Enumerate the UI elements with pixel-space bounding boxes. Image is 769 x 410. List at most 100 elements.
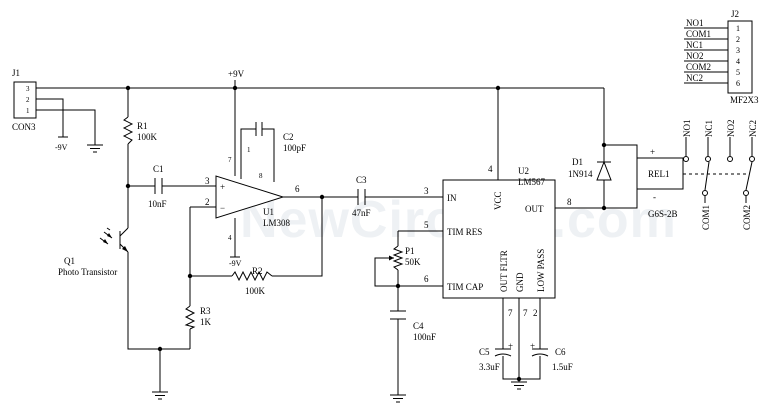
c6-value: 1.5uF <box>552 362 573 372</box>
c3-ref: C3 <box>356 175 367 185</box>
rel1-no2-label: NO2 <box>726 120 736 138</box>
capacitor-c3: C3 47nF <box>352 175 371 218</box>
u2-label-vcc: VCC <box>493 191 503 210</box>
r3-value: 1K <box>200 317 212 327</box>
u1-pin-7: 7 <box>228 156 232 164</box>
j1-ref: J1 <box>12 68 20 78</box>
rel1-nc1-label: NC1 <box>704 120 714 137</box>
j2-value: MF2X3 <box>730 95 759 105</box>
r1-ref: R1 <box>137 121 148 131</box>
u2-label-out: OUT <box>525 204 544 214</box>
u1-pin-3: 3 <box>205 176 210 186</box>
capacitor-c2: C2 100pF <box>255 122 306 153</box>
resistor-r3: R3 1K <box>184 305 212 330</box>
c5-ref: C5 <box>479 347 490 357</box>
j2-pin-2: 2 <box>736 35 740 44</box>
u1-pin-2: 2 <box>205 197 210 207</box>
r1-value: 100K <box>137 132 158 142</box>
u2-pin-7: 7 <box>523 308 528 318</box>
opamp-u1: 3 2 + − 7 4 8 1 6 U1 LM308 <box>205 146 300 242</box>
j2-label-no1: NO1 <box>686 18 704 28</box>
j2-pin-1: 1 <box>736 24 740 33</box>
u2-label-tim-cap: TIM CAP <box>447 282 483 292</box>
u2-ref: U2 <box>518 166 529 176</box>
u2-value: LM567 <box>518 177 546 187</box>
j2-ref: J2 <box>731 9 739 19</box>
u2-label-low-pass: LOW PASS <box>536 249 546 292</box>
u2-pin-3: 3 <box>424 186 429 196</box>
wiring <box>36 85 638 395</box>
phototransistor-q1: Q1 Photo Transistor <box>58 227 129 277</box>
j2-pin-6: 6 <box>736 79 740 88</box>
u1-ref: U1 <box>263 207 274 217</box>
c1-value: 10nF <box>148 199 167 209</box>
c5-value: 3.3uF <box>479 362 500 372</box>
j2-label-nc2: NC2 <box>686 73 703 83</box>
d1-ref: D1 <box>572 157 583 167</box>
u2-label-gnd: GND <box>515 272 525 292</box>
neg-supply-u1: -9V <box>229 256 242 268</box>
q1-ref: Q1 <box>64 256 75 266</box>
q1-value: Photo Transistor <box>58 267 117 277</box>
neg-rail-label-u1: -9V <box>229 259 242 268</box>
c6-ref: C6 <box>555 347 566 357</box>
u2-pin-5: 5 <box>424 220 429 230</box>
resistor-r2: R2 100K <box>231 266 273 296</box>
ground-symbol-j1 <box>87 144 103 153</box>
j2-pin-5: 5 <box>736 68 740 77</box>
j2-label-com2: COM2 <box>686 62 711 72</box>
relay-rel1: REL1 + - G6S-2B NO1 NC1 NO2 NC2 COM1 COM… <box>636 120 758 230</box>
u2-pin-8: 8 <box>567 197 572 207</box>
c6-polarity: + <box>530 341 535 351</box>
j2-label-com1: COM1 <box>686 29 711 39</box>
u1-value: LM308 <box>263 218 291 228</box>
c5-polarity: + <box>508 341 513 351</box>
u2-pin-1: 7 <box>508 308 513 318</box>
connector-j1: 3 2 1 J1 CON3 <box>12 68 37 132</box>
c3-value: 47nF <box>352 208 371 218</box>
c4-value: 100nF <box>413 332 436 342</box>
c2-value: 100pF <box>283 143 306 153</box>
capacitor-c5: + C5 3.3uF <box>479 341 513 372</box>
j1-pin-3: 3 <box>26 85 30 93</box>
u1-pin-8: 8 <box>259 172 263 180</box>
u1-pin-1: 1 <box>247 146 251 154</box>
j2-pin-4: 4 <box>736 57 740 66</box>
connector-j2: J2 NO1 COM1 NC1 NO2 COM2 NC2 1 2 3 4 5 6… <box>684 9 759 105</box>
capacitor-c1: C1 10nF <box>148 164 167 209</box>
j2-label-nc1: NC1 <box>686 40 703 50</box>
rel1-coil-minus: - <box>653 192 656 202</box>
p1-value: 50K <box>405 257 421 267</box>
u2-label-out-fltr: OUT FLTR <box>499 250 509 292</box>
r2-ref: R2 <box>252 266 263 276</box>
rel1-com2-label: COM2 <box>742 205 752 230</box>
p1-ref: P1 <box>405 246 415 256</box>
u2-pin-2: 2 <box>533 308 538 318</box>
r2-value: 100K <box>245 286 266 296</box>
u1-pin-6: 6 <box>295 184 300 194</box>
u1-minus-sign: − <box>220 203 225 213</box>
c1-ref: C1 <box>153 164 164 174</box>
capacitor-c4: C4 100nF <box>390 310 436 342</box>
diode-d1: D1 1N914 <box>568 157 612 181</box>
j1-pin-2: 2 <box>26 96 30 104</box>
u2-label-in: IN <box>447 193 457 203</box>
potentiometer-p1: P1 50K <box>388 245 421 271</box>
c4-ref: C4 <box>413 321 424 331</box>
r3-ref: R3 <box>200 306 211 316</box>
rel1-nc2-label: NC2 <box>748 120 758 137</box>
neg-rail-label-j1: -9V <box>55 143 68 152</box>
rel1-no1-label: NO1 <box>682 120 692 138</box>
rel1-com1-label: COM1 <box>701 205 711 230</box>
u2-pin-4: 4 <box>488 164 493 174</box>
u1-plus-sign: + <box>220 182 225 192</box>
u2-pin-6: 6 <box>424 274 429 284</box>
resistor-r1: R1 100K <box>122 116 158 145</box>
j2-pin-3: 3 <box>736 46 740 55</box>
rel1-ref: REL1 <box>648 169 670 179</box>
ground-symbol-q1 <box>152 391 168 400</box>
ic-u2: IN TIM RES TIM CAP OUT VCC OUT FLTR GND … <box>424 164 572 318</box>
capacitor-c6: + C6 1.5uF <box>530 341 573 372</box>
neg-supply-j1: -9V <box>55 136 68 152</box>
d1-value: 1N914 <box>568 169 593 179</box>
